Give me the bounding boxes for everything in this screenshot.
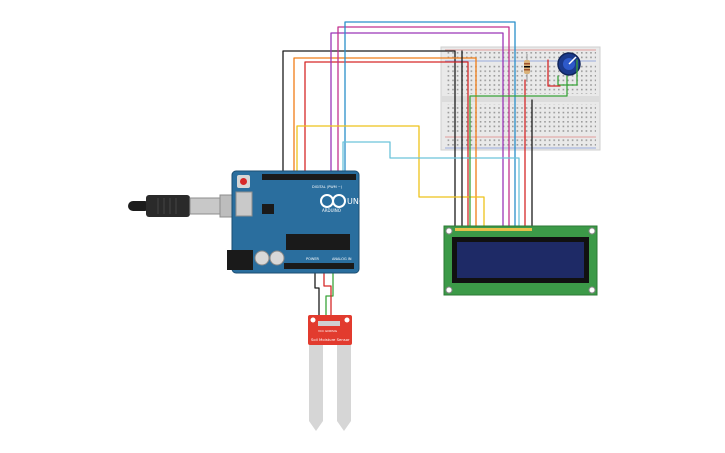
wire-orange-digital (293, 57, 477, 231)
wire-green-pot-out (557, 59, 578, 86)
wire-blue-data (344, 21, 516, 231)
digital-header (262, 174, 356, 180)
wire-green-sensor-sig (325, 267, 334, 319)
breadboard-power-rail-bottom (445, 138, 596, 147)
sensor-pin-vcc: VCC (318, 329, 324, 333)
sensor-pin-sig: SIG (332, 329, 338, 333)
wire-black-sensor-gnd (314, 267, 320, 319)
wire-purple-data (330, 32, 504, 231)
sensor-probe-right (337, 345, 351, 421)
digital-header-label: DIGITAL (PWM ~) (312, 185, 343, 189)
wire-green-pot (469, 75, 568, 231)
potentiometer-icon[interactable] (557, 52, 581, 76)
lcd-16x2[interactable] (443, 225, 598, 296)
wire-cyan-en (342, 141, 520, 231)
wires (282, 21, 578, 319)
arduino-uno[interactable]: UNO ARDUINO DIGITAL (PWM ~) POWER ANALOG… (227, 170, 365, 274)
board-logo-text: UNO (347, 197, 365, 206)
capacitor-2 (269, 250, 285, 266)
wire-red-pot (547, 59, 561, 87)
soil-moisture-sensor[interactable]: Soil Moisture Sensor VCC GND SIG (308, 315, 352, 431)
lcd-screen (457, 242, 584, 278)
usb-chip (262, 204, 274, 214)
atmega-chip (286, 234, 350, 250)
power-analog-header (284, 263, 354, 269)
wire-magenta-data (337, 26, 510, 231)
wire-red-sensor-vcc (323, 267, 332, 319)
analog-header-label: ANALOG IN (332, 257, 352, 261)
dc-jack-icon (227, 250, 253, 270)
breadboard-center-channel (441, 96, 600, 102)
sensor-pin-gnd: GND (325, 329, 333, 333)
sensor-probe-left (309, 345, 323, 421)
board-brand-text: ARDUINO (322, 208, 341, 213)
wire-yellow-rs (296, 125, 485, 231)
sensor-pins (318, 321, 340, 326)
capacitor (254, 250, 270, 266)
power-header-label: POWER (306, 257, 320, 261)
lcd-pins (455, 228, 532, 231)
wire-black-gnd (282, 50, 456, 231)
sensor-label: Soil Moisture Sensor (311, 337, 350, 342)
usb-cable-icon (128, 194, 241, 218)
breadboard-power-rail-top (445, 51, 596, 60)
resistor-icon[interactable] (524, 54, 530, 82)
usb-port (235, 191, 253, 217)
wire-red-5v (304, 61, 469, 269)
